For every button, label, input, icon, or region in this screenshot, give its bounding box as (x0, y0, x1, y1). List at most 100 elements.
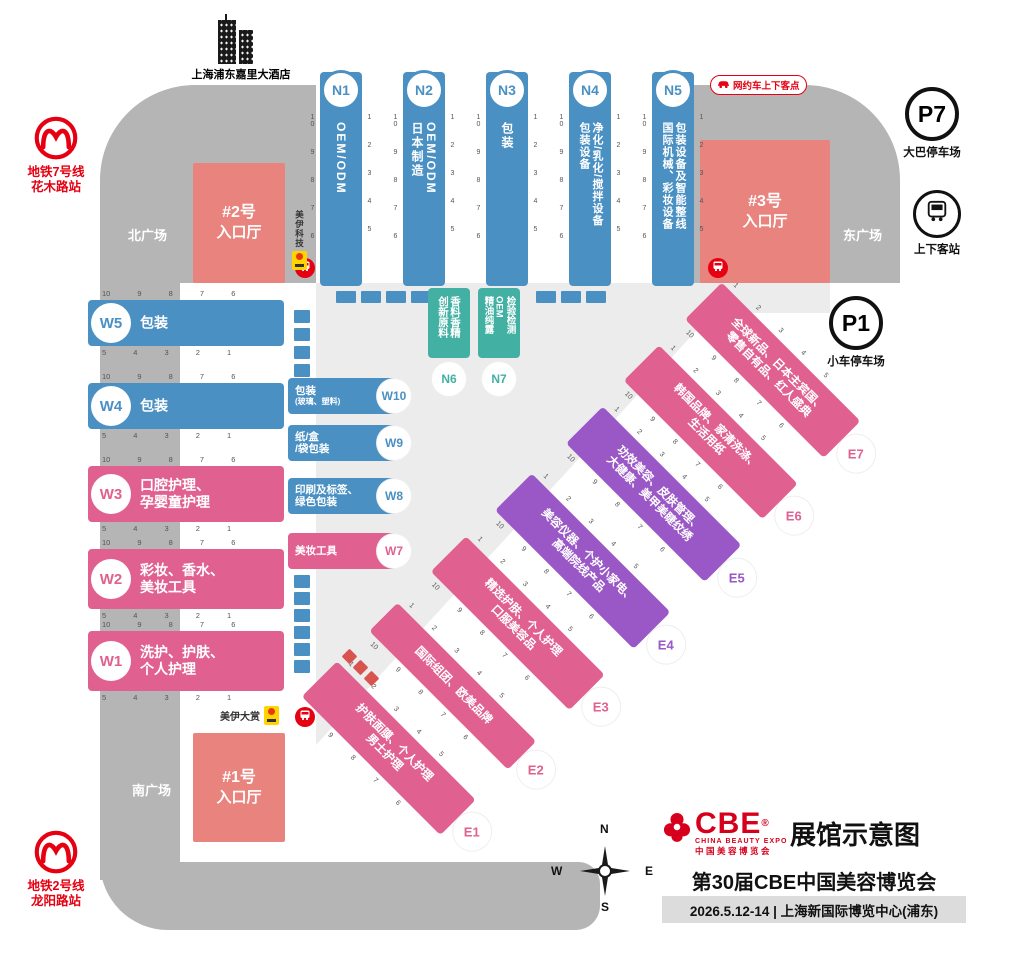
entrance-3-label: 入口厅 (742, 212, 788, 230)
gate-numbers: 1 2 3 4 5 (532, 114, 539, 233)
entrance-2-label: 入口厅 (216, 224, 262, 241)
sponsor-meiyi-award: 美伊大赏 (220, 706, 279, 725)
metro-line2-station[interactable]: 地铁2号线 龙阳路站 (18, 830, 94, 909)
gate-numbers: 5 4 3 2 1 (102, 693, 232, 702)
gate-numbers: 5 4 3 2 1 (102, 431, 232, 440)
sponsor-award-label: 美伊大赏 (220, 712, 260, 723)
corridor-marker (294, 660, 310, 673)
hall-w7[interactable]: 美妆工具 W7 (288, 533, 411, 569)
hall-w8[interactable]: 印刷及标签、 绿色包装 W8 (288, 478, 411, 514)
hall-n6[interactable]: 创新原料香料香精 N6 (428, 288, 470, 396)
expo-title: 第30届CBE中国美容博览会 (691, 872, 937, 894)
cbe-chinese-name: 中国美容博览会 (695, 846, 773, 856)
metro-station-label: 花木路站 (30, 180, 81, 194)
entrance-hall-1[interactable]: #1号 入口厅 (193, 733, 285, 842)
hall-w8-label: 印刷及标签、 (295, 484, 358, 496)
gate-numbers: 10 9 8 7 6 (475, 114, 482, 240)
corridor-marker (386, 291, 406, 303)
hall-w3-label: 口腔护理、孕婴童护理 (140, 477, 210, 510)
gate-numbers: 1 2 3 4 5 (698, 114, 705, 233)
parking-p7[interactable]: P7 大巴停车场 (901, 87, 963, 160)
hall-w5[interactable]: 10 9 8 7 6 5 4 3 2 1 W5 包装 (88, 289, 284, 357)
hall-w10-label: 包装 (295, 385, 316, 397)
entrance-2-number: #2号 (222, 204, 256, 221)
hall-n3[interactable]: 10 9 8 7 6 1 2 3 4 5 包装 N3 (475, 70, 539, 286)
gate-numbers: 10 9 8 7 6 (102, 372, 236, 381)
hall-w4[interactable]: 10 9 8 7 6 5 4 3 2 1 W4 包装 (88, 372, 284, 440)
sponsor-meiyi-tech: 美伊科技 (292, 210, 307, 270)
rideshare-pickup[interactable]: 网约车上下客点 (710, 75, 807, 95)
plaza-north-label: 北广场 (128, 228, 168, 243)
hall-n3-badge: N3 (487, 70, 527, 110)
corridor-marker (294, 364, 310, 377)
hall-w10-badge: W10 (377, 379, 411, 413)
hall-n6-badge: N6 (432, 362, 466, 396)
p1-badge: P1 (829, 296, 883, 350)
meiyi-logo-icon (264, 706, 279, 725)
bus-stop[interactable] (708, 258, 728, 278)
hall-n4-label: 包装设备净化/乳化/搅拌设备 (578, 122, 603, 227)
hall-n5[interactable]: 10 9 8 7 6 1 2 3 4 5 国际机械、彩妆设备包装设备及智能整线 … (641, 70, 705, 286)
metro-line7-station[interactable]: 地铁7号线 花木路站 (18, 116, 94, 195)
gate-numbers: 10 9 8 7 6 (309, 114, 316, 240)
corridor-marker (294, 626, 310, 639)
entrance-3-number: #3号 (748, 192, 782, 210)
gate-numbers: 5 4 3 2 1 (102, 611, 232, 620)
hall-w10[interactable]: 包装 (玻璃、塑料) W10 (288, 378, 411, 414)
hall-n1-label: OEM/ODM (334, 122, 348, 195)
compass-east: E (645, 864, 654, 878)
corridor-marker (561, 291, 581, 303)
cbe-logo: CBE® CHINA BEAUTY EXPO 中国美容博览会 (663, 809, 788, 857)
corridor-marker (361, 291, 381, 303)
hall-w9-sublabel: /袋包装 (295, 443, 330, 455)
metro-station-label: 龙阳路站 (30, 894, 81, 908)
corridor-marker (294, 310, 310, 323)
sponsor-tech-label: 美伊科技 (294, 210, 305, 248)
corridor-marker (536, 291, 556, 303)
hotel-label: 上海浦东嘉里大酒店 (191, 69, 291, 81)
meiyi-logo-icon (292, 251, 307, 270)
taxi-stop[interactable]: 上下客站 (911, 190, 963, 257)
entrance-1-label: 入口厅 (216, 788, 262, 806)
bus-stop[interactable] (295, 707, 315, 727)
cbe-english-name: CHINA BEAUTY EXPO (695, 838, 788, 845)
hall-n7-badge: N7 (482, 362, 516, 396)
entrance-1-number: #1号 (222, 768, 256, 786)
metro-line-label: 地铁7号线 (27, 165, 85, 179)
hall-w2-label: 彩妆、香水、美妆工具 (140, 562, 224, 595)
plaza-east-label: 东广场 (843, 228, 883, 243)
corridor-marker (294, 346, 310, 359)
hall-w2[interactable]: 10 9 8 7 6 5 4 3 2 1 W2 彩妆、香水、美妆工具 (88, 538, 284, 620)
bus-icon (712, 259, 724, 277)
bus-front-icon (925, 199, 949, 229)
hall-n4-badge: N4 (570, 70, 610, 110)
p7-label: 大巴停车场 (903, 147, 961, 159)
entrance-hall-2[interactable]: #2号 入口厅 (193, 163, 285, 283)
hall-w1[interactable]: 10 9 8 7 6 5 4 3 2 1 W1 洗护、护肤、个人护理 (88, 620, 284, 702)
hall-w4-label: 包装 (140, 397, 168, 414)
hall-w3-badge: W3 (91, 474, 131, 514)
gate-numbers: 1 2 3 4 5 (615, 114, 622, 233)
hall-n4[interactable]: 10 9 8 7 6 1 2 3 4 5 包装设备净化/乳化/搅拌设备 N4 (558, 70, 622, 286)
hall-w9-badge: W9 (377, 426, 411, 460)
hall-w8-badge: W8 (377, 479, 411, 513)
plaza-south-label: 南广场 (132, 783, 172, 798)
gate-numbers: 10 9 8 7 6 (102, 620, 236, 629)
parking-p1[interactable]: P1 小车停车场 (825, 296, 887, 369)
hall-n6-label: 创新原料香料香精 (437, 296, 461, 338)
road-south (100, 862, 600, 930)
hall-w9[interactable]: 纸/盒 /袋包装 W9 (288, 425, 411, 461)
metro-logo-icon (34, 116, 78, 164)
hall-w1-badge: W1 (91, 641, 131, 681)
hall-w3[interactable]: 10 9 8 7 6 5 4 3 2 1 W3 口腔护理、孕婴童护理 (88, 455, 284, 533)
p7-badge: P7 (905, 87, 959, 141)
hall-n1[interactable]: 10 9 8 7 6 1 2 3 4 5 OEM/ODM N1 (309, 70, 373, 286)
compass-south: S (601, 900, 610, 914)
hall-w8-sublabel: 绿色包装 (295, 496, 337, 508)
metro-line-label: 地铁2号线 (27, 879, 85, 893)
p1-label: 小车停车场 (827, 356, 885, 368)
